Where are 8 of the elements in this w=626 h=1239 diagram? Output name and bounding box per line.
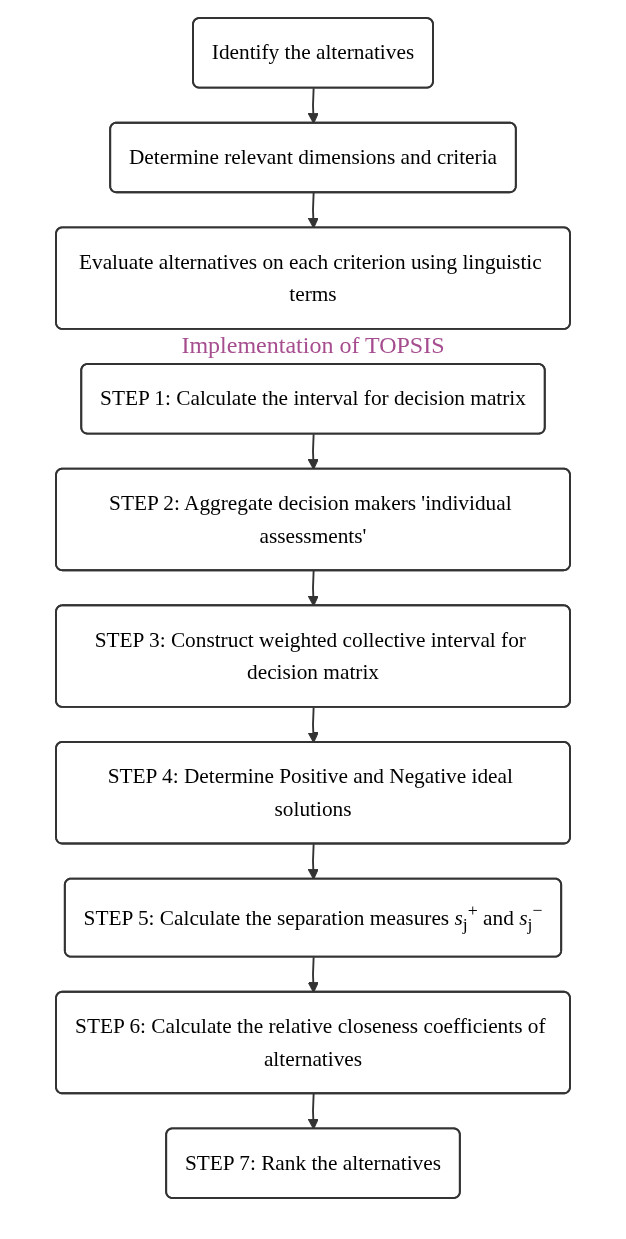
arrow — [307, 87, 319, 124]
arrow — [307, 191, 319, 229]
arrow — [307, 1093, 319, 1130]
arrow — [307, 569, 319, 607]
arrow — [307, 843, 319, 880]
section-heading: Implementation of TOPSIS — [181, 332, 445, 360]
arrow — [307, 956, 319, 993]
arrow — [307, 433, 319, 470]
